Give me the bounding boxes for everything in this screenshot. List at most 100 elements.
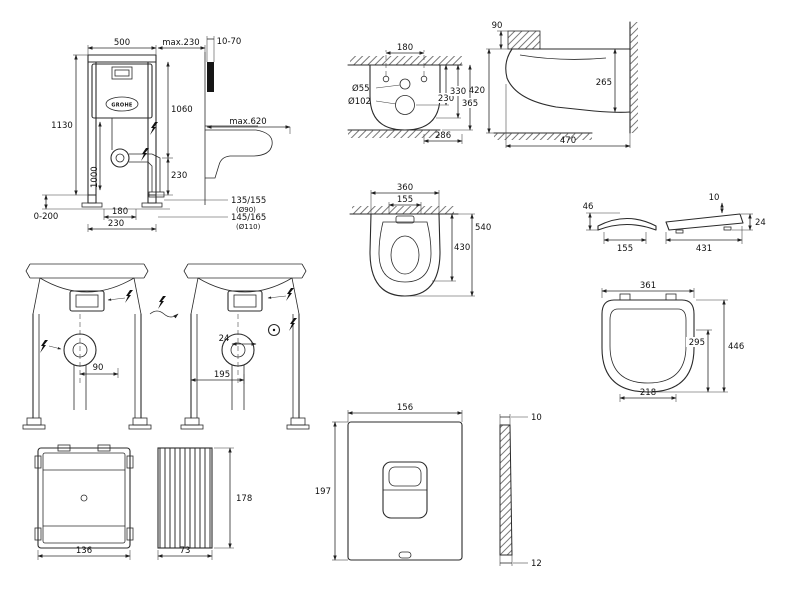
dim-label: 136	[76, 546, 92, 556]
frame-electrical-view-a: 90	[22, 263, 152, 430]
dim-label: 430	[454, 243, 470, 253]
ribbed-cover	[157, 447, 213, 549]
lid-profile	[597, 217, 657, 231]
hinge	[619, 293, 631, 301]
wc-top-view: 180 Ø55 Ø102 230 330 365 286	[347, 43, 481, 144]
dim-seat-10: 10	[709, 193, 724, 214]
dim-frame-height: 1130	[42, 54, 88, 196]
dim-plate-height: 197	[315, 421, 348, 561]
wall-hatch	[352, 206, 454, 214]
dim-label: 295	[689, 338, 705, 348]
dim-elec-24: 24	[219, 334, 257, 346]
dim-label: 500	[114, 38, 130, 48]
protection-box-plan: 136	[34, 444, 134, 560]
wc-side-view: 90 420 265 470	[469, 21, 638, 148]
inlet-hole	[399, 78, 411, 90]
lightning-icon	[141, 148, 149, 161]
floor-hatch	[348, 130, 440, 138]
seat-inner-ring	[609, 308, 687, 384]
pan-outline	[369, 64, 441, 131]
dim-drain-offset: 180	[103, 207, 137, 220]
protection-box-side: 73 178	[157, 447, 252, 560]
dim-label: 155	[617, 244, 633, 254]
flush-plate-section	[207, 62, 214, 92]
inner-bowl	[390, 235, 420, 275]
dim-label: 446	[728, 342, 744, 352]
dim-330: 330	[436, 64, 469, 119]
dim-label: 145/165	[231, 213, 266, 223]
hinge	[665, 293, 677, 301]
dim-label: 540	[475, 223, 491, 233]
seat-bumper	[723, 226, 732, 231]
dim-elec-90: 90	[79, 363, 119, 378]
small-flush-button	[388, 466, 422, 487]
dim-label: 195	[214, 370, 230, 380]
dim-outlet-dia: Ø102	[348, 96, 397, 107]
dim-label: 156	[397, 403, 413, 413]
flush-plate-side: 10 12	[499, 413, 542, 569]
dim-plate-depth: 10-70	[206, 36, 242, 62]
outlet-hole	[395, 95, 415, 115]
dim-label: 135/155	[231, 196, 266, 206]
seat-plan-view: 361 295 446 218	[601, 281, 744, 402]
fixing-hole	[382, 75, 390, 83]
dim-label: 90	[93, 363, 104, 373]
dim-label: 180	[397, 43, 413, 53]
dim-label: 90	[492, 21, 503, 31]
dim-label: (Ø90)	[236, 206, 256, 214]
dim-seat-295: 295	[686, 329, 712, 393]
dim-label: 73	[180, 546, 191, 556]
lightning-icon	[289, 318, 297, 331]
seat-outline	[601, 299, 695, 393]
dim-label: 10-70	[217, 37, 242, 47]
dim-flush-height: 230	[156, 157, 187, 196]
dim-lid-height: 46	[583, 202, 620, 231]
dim-hole-spacing: 180	[385, 43, 425, 76]
dim-label: (Ø110)	[236, 223, 261, 231]
dim-elec-195: 195	[190, 370, 245, 384]
dim-inlet-dia: Ø55	[352, 83, 401, 94]
dim-box-width: 136	[37, 546, 131, 560]
wall-hatch	[630, 22, 638, 133]
dim-label: 180	[112, 207, 128, 217]
dim-label: 360	[397, 183, 413, 193]
plate-notch	[398, 551, 412, 559]
dim-label: 230	[171, 171, 187, 181]
dim-outlet-110: 145/165 (Ø110)	[158, 213, 266, 231]
dim-label: 431	[696, 244, 712, 254]
cistern	[91, 63, 153, 119]
inspection-opening	[111, 66, 133, 80]
service-opening	[69, 290, 105, 312]
dim-label: 230	[438, 94, 454, 104]
dim-label: max.230	[162, 38, 199, 48]
dim-label: 230	[108, 219, 124, 229]
brand-logo: GROHE	[111, 103, 133, 109]
frame-structure: GROHE	[76, 54, 170, 210]
dim-lid-155: 155	[603, 232, 647, 254]
dim-label: 0-200	[34, 212, 59, 222]
dim-label: 178	[236, 494, 252, 504]
seat-bumper	[675, 229, 684, 234]
dim-label: 155	[397, 195, 413, 205]
dim-265: 265	[592, 48, 617, 113]
dim-base-width: 230	[87, 219, 157, 232]
dim-frame-width: 500	[87, 38, 157, 55]
dim-90: 90	[492, 21, 508, 50]
dim-bowl-hole-spacing: 155	[388, 195, 422, 214]
bowl-outline	[369, 213, 441, 297]
dim-label: 1000	[90, 166, 100, 188]
dim-seat-24: 24	[732, 213, 766, 231]
dim-label: 470	[560, 136, 576, 146]
dim-label: 1130	[51, 121, 73, 131]
dim-wc-depth-max: max.620	[206, 117, 291, 134]
grohe-logo-oval	[105, 96, 139, 112]
dim-label: 361	[640, 281, 656, 291]
frame-side-profile	[204, 52, 273, 205]
hinge-block	[395, 215, 415, 224]
dim-frame-depth: max.230	[157, 38, 206, 52]
dim-470: 470	[505, 84, 631, 148]
fixing-hole	[420, 75, 428, 83]
service-opening	[227, 290, 263, 312]
dim-seat-length: 431	[665, 226, 743, 254]
